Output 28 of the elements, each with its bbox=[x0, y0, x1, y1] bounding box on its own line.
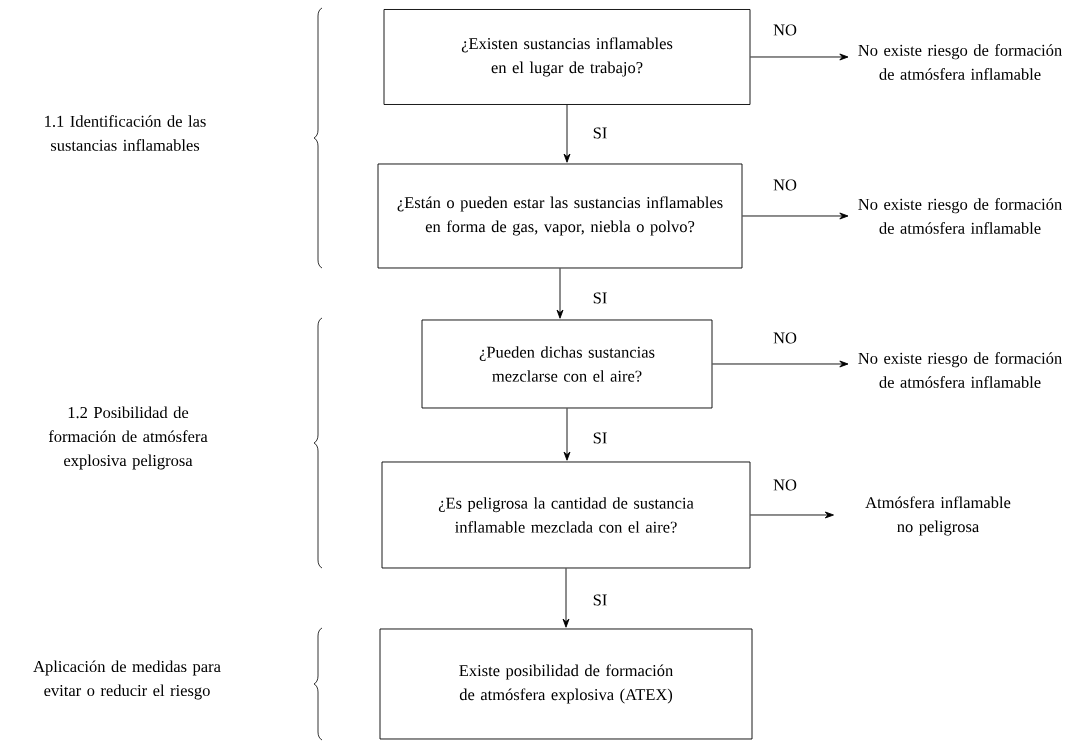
question-box: ¿Están o pueden estar las sustancias inflamables en forma de gas, vapor, niebla o polvo? bbox=[377, 163, 743, 269]
edge-label: SI bbox=[591, 593, 609, 607]
arrow bbox=[712, 360, 849, 368]
arrow bbox=[750, 53, 849, 61]
arrow bbox=[562, 568, 570, 628]
question-box: ¿Pueden dichas sustancias mezclarse con el aire? bbox=[421, 319, 713, 409]
edge-label: NO bbox=[772, 178, 798, 192]
edge-label: NO bbox=[772, 23, 798, 37]
arrow bbox=[563, 104, 571, 163]
arrow bbox=[750, 511, 834, 519]
section-label: 1.1 Identificación de las sustancias inflamables bbox=[45, 115, 206, 151]
outcome-text: No existe riesgo de formación de atmósfera inflamable bbox=[858, 352, 1062, 388]
edge-label: NO bbox=[772, 331, 798, 345]
edge-label: SI bbox=[591, 431, 609, 445]
outcome-text: No existe riesgo de formación de atmósfera inflamable bbox=[858, 44, 1062, 80]
edge-label: NO bbox=[772, 478, 798, 492]
section-label: 1.2 Posibilidad de formación de atmósfera explosiva peligrosa bbox=[48, 406, 208, 470]
outcome-text: No existe riesgo de formación de atmósfera inflamable bbox=[858, 198, 1062, 234]
result-box: Existe posibilidad de formación de atmósfera explosiva (ATEX) bbox=[379, 628, 753, 740]
outcome-text: Atmósfera inflamable no peligrosa bbox=[865, 496, 1011, 536]
edge-label: SI bbox=[591, 291, 609, 305]
question-box: ¿Existen sustancias inflamables en el lugar de trabajo? bbox=[383, 9, 751, 105]
edge-label: SI bbox=[591, 126, 609, 140]
arrow bbox=[563, 408, 571, 461]
arrow bbox=[742, 212, 849, 220]
question-box: ¿Es peligrosa la cantidad de sustancia inflamable mezclada con el aire? bbox=[381, 461, 751, 569]
section-label: Aplicación de medidas para evitar o reducir el riesgo bbox=[33, 660, 221, 700]
arrow bbox=[556, 268, 564, 319]
